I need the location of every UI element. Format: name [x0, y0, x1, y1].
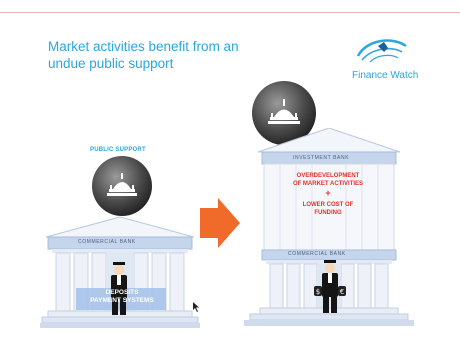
payment-systems-line: PAYMENT SYSTEMS — [90, 297, 154, 304]
parliament-dome-icon — [252, 81, 316, 145]
finance-watch-logo-icon — [356, 39, 407, 63]
investment-text-block: OVERDEVELOPMENT OF MARKET ACTIVITIES + L… — [266, 173, 390, 217]
left-bank-label: COMMERCIAL BANK — [78, 239, 136, 245]
deposits-line: DEPOSITS — [105, 289, 139, 296]
svg-text:€: € — [340, 288, 344, 296]
funding-line: FUNDING — [314, 209, 342, 216]
deposits-label: DEPOSITS PAYMENT SYSTEMS — [82, 289, 162, 305]
right-commercial-bank-label: COMMERCIAL BANK — [288, 251, 346, 257]
arrow-right-icon — [200, 198, 240, 248]
logo-text: Finance Watch — [352, 70, 419, 81]
plus-sign: + — [325, 188, 331, 198]
banker-figure-icon — [111, 262, 127, 315]
lower-cost-line: LOWER COST OF — [302, 202, 354, 208]
commercial-bank-building — [40, 216, 200, 328]
market-activities-line: OF MARKET ACTIVITIES — [292, 180, 364, 187]
parliament-dome-icon — [92, 156, 152, 216]
banker-figure-icon: $ € — [314, 260, 346, 313]
overdevelopment-line: OVERDEVELOPMENT — [296, 173, 360, 179]
slide-title: Market activities benefit from an undue … — [48, 39, 239, 71]
svg-text:$: $ — [316, 288, 320, 296]
mouse-cursor-icon — [193, 302, 199, 312]
public-support-label: PUBLIC SUPPORT — [90, 147, 146, 153]
investment-bank-label: INVESTMENT BANK — [293, 155, 350, 161]
top-divider — [0, 12, 460, 13]
